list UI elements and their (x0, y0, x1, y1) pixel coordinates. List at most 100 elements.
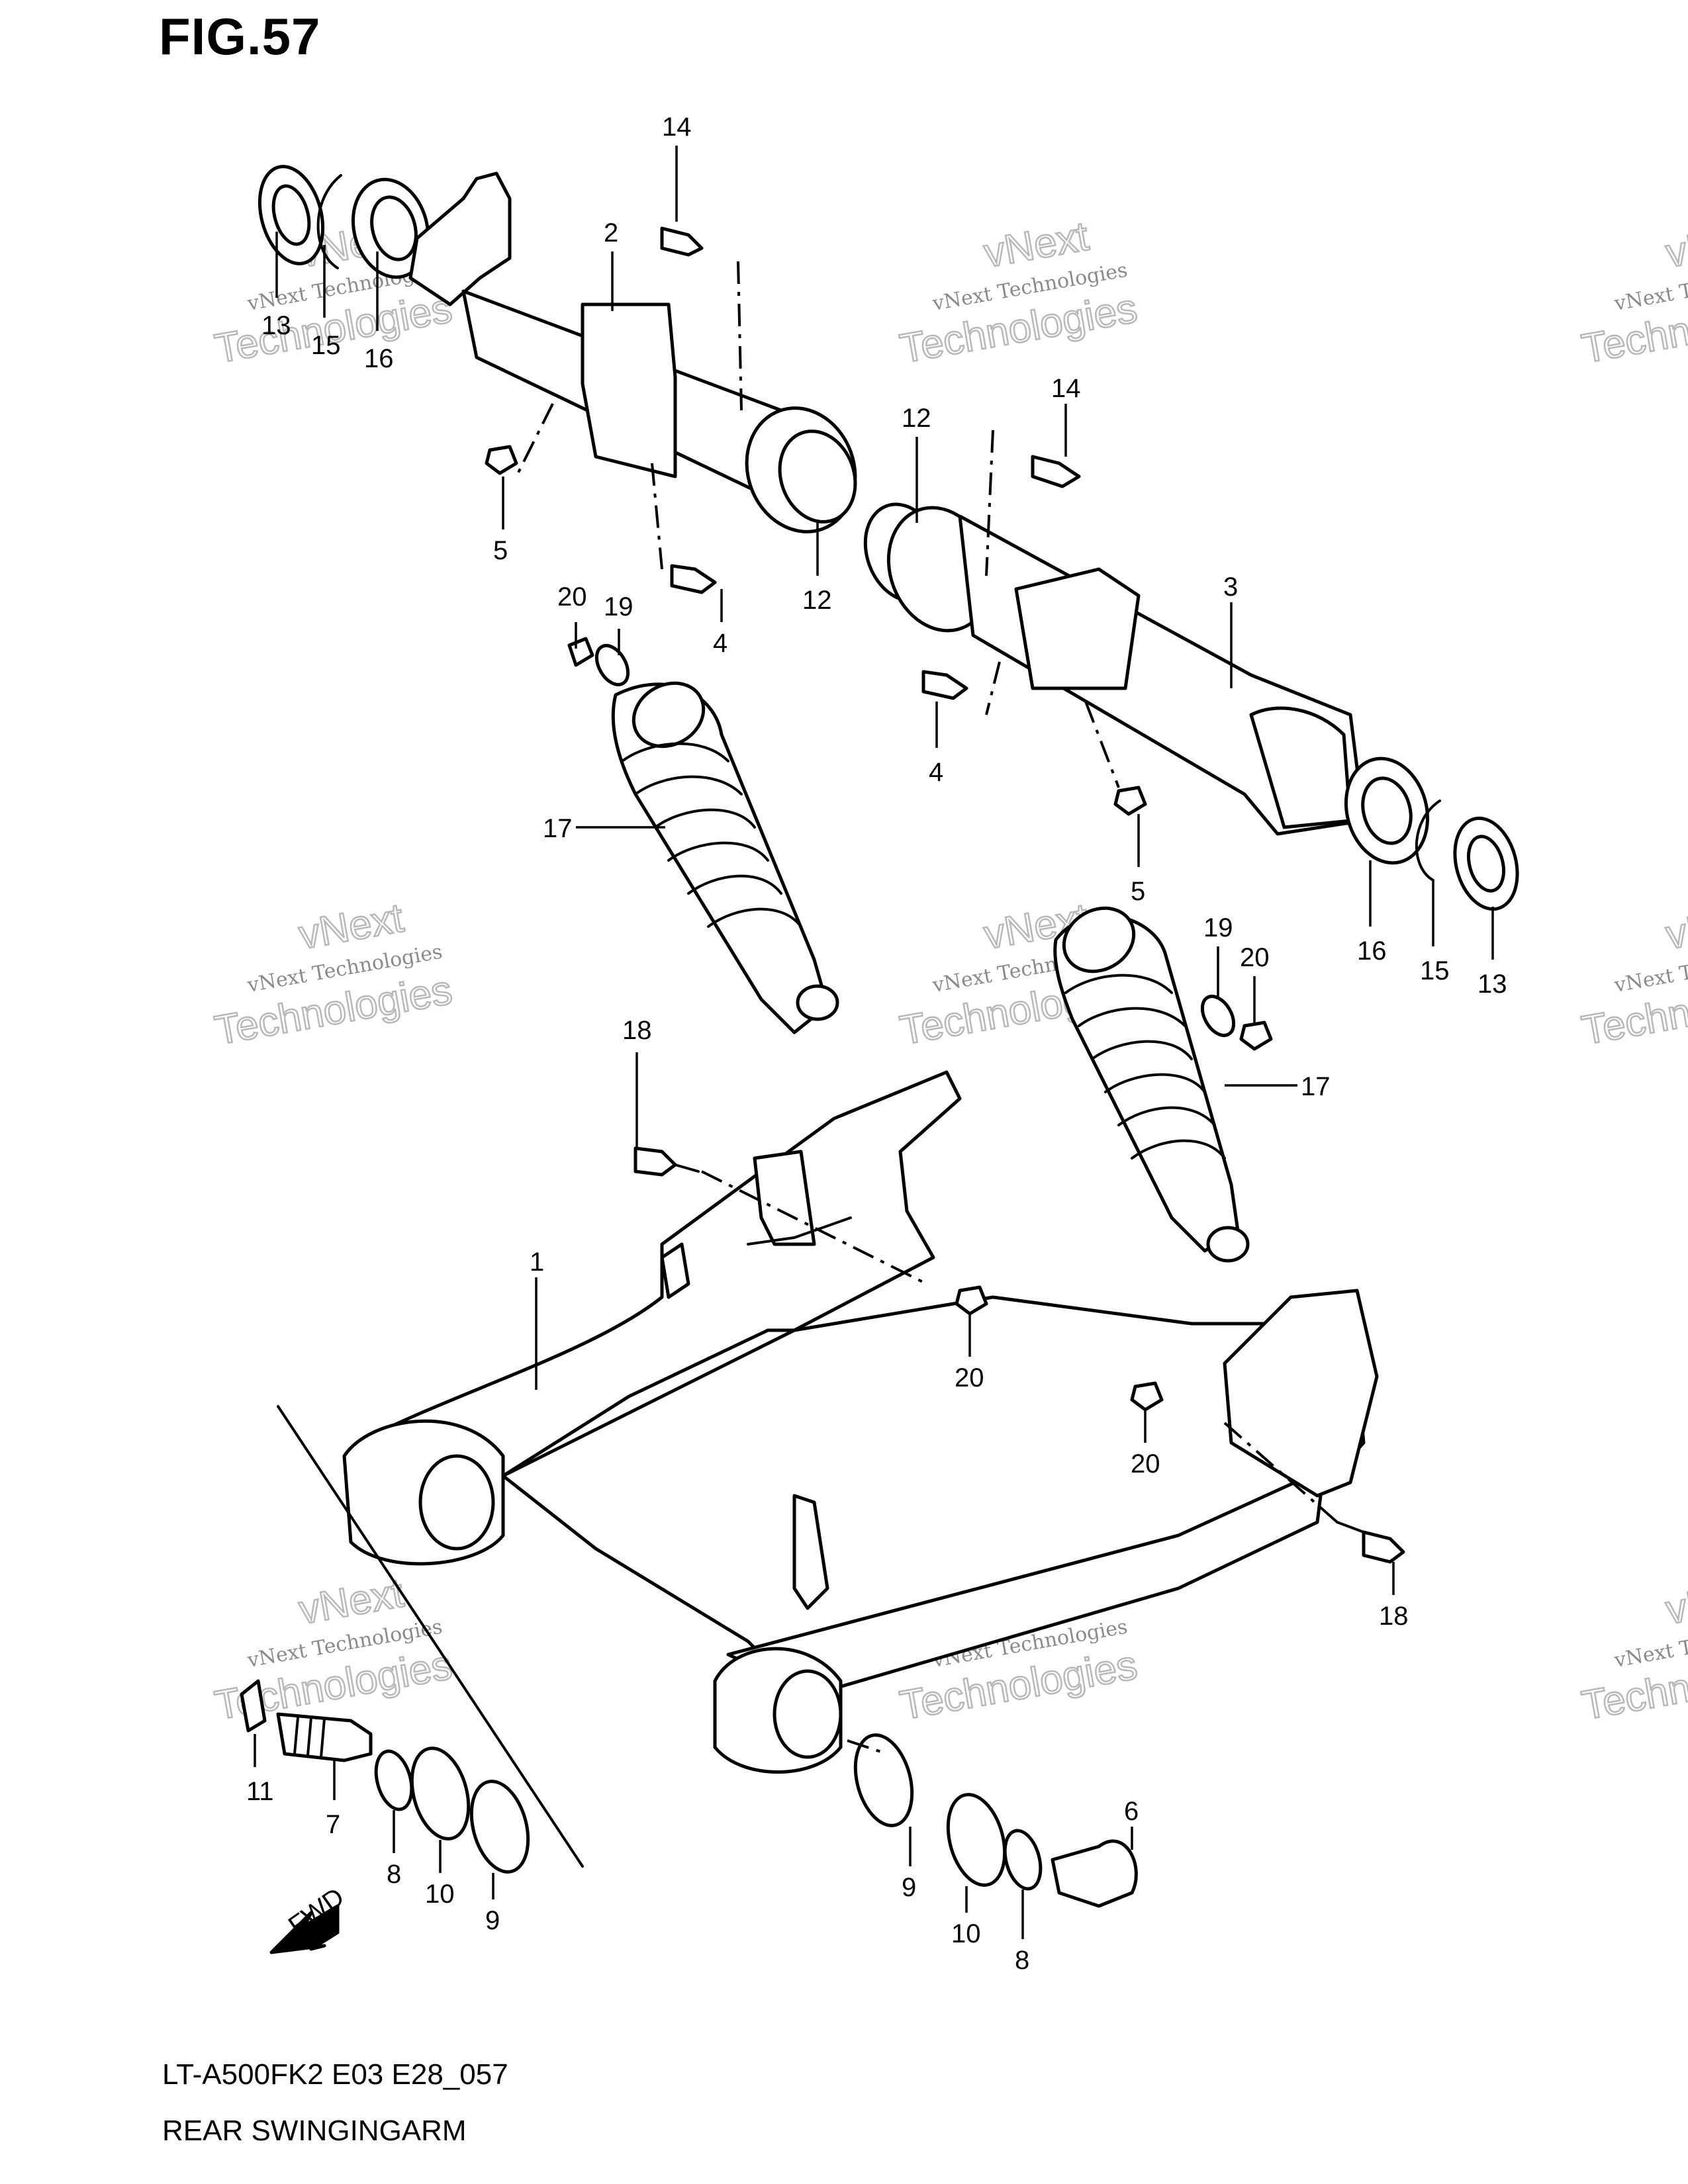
model-code: LT-A500FK2 E03 E28_057 (162, 2058, 508, 2091)
circlip-15-left (316, 174, 342, 269)
bolt-14-right (1031, 455, 1081, 488)
callout-3: 3 (1223, 572, 1238, 602)
left-shock-absorber (567, 637, 839, 1034)
swingarm-1-left-pivot-bore (418, 1454, 495, 1551)
left-pivot-shaft-assembly (258, 165, 857, 594)
spacer-8-right (1003, 1829, 1043, 1891)
swingarm-assembly (277, 1070, 1379, 1868)
callout-2: 2 (604, 218, 618, 248)
figure-title: FIG.57 (159, 7, 321, 66)
bolt-18-left-shank (674, 1163, 700, 1173)
bolt-4-right-axis (985, 661, 1001, 715)
callout-1: 1 (530, 1248, 544, 1277)
circlip-15-right (1415, 799, 1441, 882)
swingarm-outline-left (277, 1405, 584, 1868)
shock-17-right-top-eye (1062, 906, 1136, 974)
callout-20: 20 (1240, 943, 1270, 972)
shock-17-left-spring (621, 742, 802, 928)
bearing-9-right (853, 1733, 914, 1827)
shock-17-right-bottom-eye (1206, 1226, 1250, 1263)
pivot-shaft-3-end (1249, 706, 1352, 829)
washer-19-right (1200, 995, 1236, 1037)
nut-11 (240, 1679, 267, 1733)
callout-5: 5 (1131, 877, 1145, 906)
callout-8: 8 (387, 1860, 401, 1889)
callout-13: 13 (261, 311, 291, 340)
callout-6: 6 (1124, 1797, 1139, 1826)
oil-seal-13-left-inner (271, 184, 311, 246)
figure-name: REAR SWINGINGARM (162, 2115, 467, 2147)
callout-16: 16 (1357, 936, 1387, 966)
callout-15: 15 (311, 331, 341, 360)
bearing-16-right-inner (1361, 776, 1413, 845)
leader-lines (254, 146, 1494, 1939)
watermark-4: vNext vNext Technologies Technologies (211, 894, 456, 1054)
watermark-brand: vNext (1662, 895, 1688, 958)
callout-4: 4 (713, 629, 727, 658)
callout-17: 17 (1301, 1072, 1331, 1101)
oil-seal-10-left (410, 1747, 471, 1841)
bumper-pad (660, 1242, 690, 1299)
swingarm-1-shock-mount-right (1223, 1289, 1379, 1498)
callout-20: 20 (1131, 1449, 1160, 1479)
nut-20-right-top (1239, 1021, 1273, 1051)
bolt-4-left-axis (651, 463, 663, 570)
bearing-16-left-inner (370, 195, 418, 261)
callout-4: 4 (929, 758, 943, 787)
swingarm-1-shock-mount-left (753, 1150, 816, 1246)
callout-18: 18 (622, 1016, 652, 1045)
callout-12: 12 (802, 586, 832, 615)
washer-19-left (594, 644, 630, 686)
callout-9: 9 (485, 1906, 500, 1935)
right-shock-absorber (1053, 906, 1273, 1263)
pivot-bolt-7 (276, 1712, 373, 1762)
watermark-9: vNext vNext Technologies Technologies (1577, 1569, 1688, 1729)
nut-5-left (485, 445, 518, 475)
callout-14: 14 (1051, 374, 1081, 403)
spacer-8-left (374, 1749, 414, 1811)
o-ring-12-left (778, 430, 857, 523)
shock-mount-guide-left (747, 1216, 852, 1246)
nut-20-left-bottom (955, 1285, 988, 1316)
bolt-18-right-axis (1223, 1422, 1338, 1524)
swingarm-1-center-bracket (792, 1494, 829, 1610)
bolt-4-left (670, 564, 717, 594)
shock-17-left-top-eye (632, 681, 706, 749)
nut-5-left-axis (515, 403, 554, 477)
callout-19: 19 (604, 592, 633, 621)
callout-14: 14 (662, 113, 692, 142)
callout-10: 10 (425, 1880, 455, 1909)
bolt-14-left-axis (737, 261, 743, 411)
callout-11: 11 (246, 1777, 274, 1806)
pivot-right-axis (847, 1739, 888, 1755)
right-pivot-shaft-assembly (863, 430, 1519, 911)
callout-16: 16 (364, 344, 394, 373)
nut-20-right-bottom (1130, 1381, 1164, 1412)
lower-pivot-hardware (240, 1679, 1138, 1908)
callout-17: 17 (543, 814, 573, 843)
pivot-shaft-3-flange (1014, 567, 1141, 690)
shock-mount-hardware (633, 1146, 1405, 1564)
callout-labels: 14 2 13 15 16 5 12 4 12 14 3 4 5 16 15 1… (246, 113, 1507, 1975)
bolt-18-right (1362, 1530, 1405, 1564)
callout-15: 15 (1420, 956, 1450, 985)
pivot-bracket-left (408, 171, 512, 306)
callout-13: 13 (1477, 970, 1507, 999)
callout-7: 7 (326, 1810, 340, 1839)
bolt-14-left (660, 226, 704, 257)
watermark-6: vNext vNext Technologies Technologies (1577, 894, 1688, 1054)
oil-seal-13-right-inner (1467, 835, 1505, 893)
watermark-3: vNext vNext Technologies Technologies (1577, 212, 1688, 373)
callout-20: 20 (557, 582, 587, 612)
pivot-bolt-7-threads (293, 1716, 326, 1758)
callout-12: 12 (902, 404, 931, 433)
bearing-9-left (469, 1780, 530, 1874)
bolt-14-right-axis (985, 430, 994, 576)
callout-8: 8 (1015, 1946, 1029, 1975)
watermark-7: vNext vNext Technologies Technologies (211, 1569, 456, 1729)
fwd-arrow-icon (269, 1904, 340, 1954)
callout-5: 5 (493, 536, 508, 565)
watermark-2: vNext vNext Technologies Technologies (896, 212, 1141, 373)
nut-20-left-top (567, 637, 594, 667)
watermark-brand: vNext (1662, 1570, 1688, 1633)
